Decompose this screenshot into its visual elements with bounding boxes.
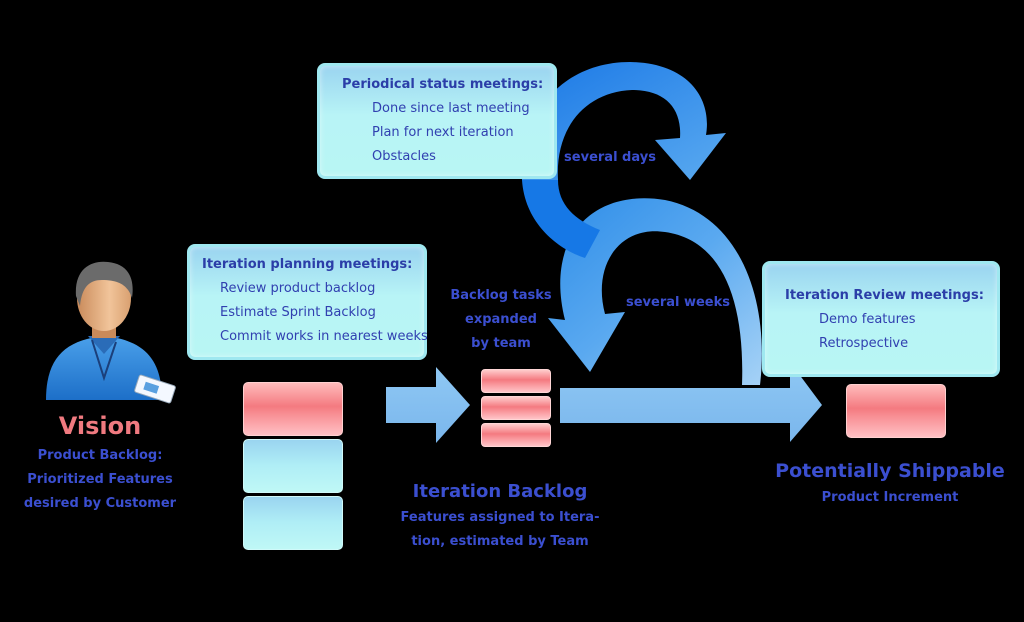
backlog-tasks-line-1: Backlog tasks [450, 288, 552, 303]
delivery-flow-arrow [560, 362, 822, 442]
vision-line-3: desired by Customer [23, 496, 177, 511]
iteration-task-3 [481, 423, 551, 447]
periodical-title: Periodical status meetings: [342, 77, 544, 92]
iteration-review-box: Iteration Review meetings: Demo features… [762, 261, 1000, 377]
iteration-backlog-title: Iteration Backlog [412, 481, 588, 502]
shippable-subtitle: Product Increment [821, 490, 959, 505]
backlog-tasks-line-2: expanded [465, 312, 537, 327]
vision-title: Vision [58, 412, 142, 440]
backlog-tasks-line-3: by team [471, 336, 531, 351]
planning-title: Iteration planning meetings: [202, 257, 413, 272]
planning-item-2: Estimate Sprint Backlog [220, 305, 376, 320]
customer-person-icon [46, 261, 176, 404]
review-item-1: Demo features [819, 312, 916, 327]
periodical-item-2: Plan for next iteration [372, 125, 514, 140]
product-backlog-item-3 [243, 496, 343, 550]
shippable-title: Potentially Shippable [775, 460, 1005, 482]
review-title: Iteration Review meetings: [785, 288, 984, 303]
days-loop-tail [522, 180, 600, 258]
periodical-item-1: Done since last meeting [372, 101, 530, 116]
several-days-label: several days [564, 150, 656, 165]
days-loop-arrow [521, 62, 726, 180]
product-backlog-item-1 [243, 382, 343, 436]
planning-item-3: Commit works in nearest weeks [220, 329, 428, 344]
iteration-task-2 [481, 396, 551, 420]
several-weeks-label: several weeks [625, 295, 731, 310]
vision-line-1: Product Backlog: [37, 448, 163, 463]
backlog-flow-arrow [386, 367, 470, 443]
shippable-increment-block [846, 384, 946, 438]
product-backlog-item-2 [243, 439, 343, 493]
vision-line-2: Prioritized Features [27, 472, 173, 487]
iteration-backlog-line-2: tion, estimated by Team [411, 534, 589, 549]
iteration-task-1 [481, 369, 551, 393]
planning-item-1: Review product backlog [220, 281, 376, 296]
review-item-2: Retrospective [819, 336, 909, 351]
weeks-loop-arrow [548, 198, 762, 385]
iteration-backlog-line-1: Features assigned to Itera- [400, 510, 600, 525]
periodical-item-3: Obstacles [372, 149, 436, 164]
iteration-planning-box: Iteration planning meetings: Review prod… [187, 244, 428, 360]
periodical-status-box: Periodical status meetings: Done since l… [317, 63, 557, 179]
